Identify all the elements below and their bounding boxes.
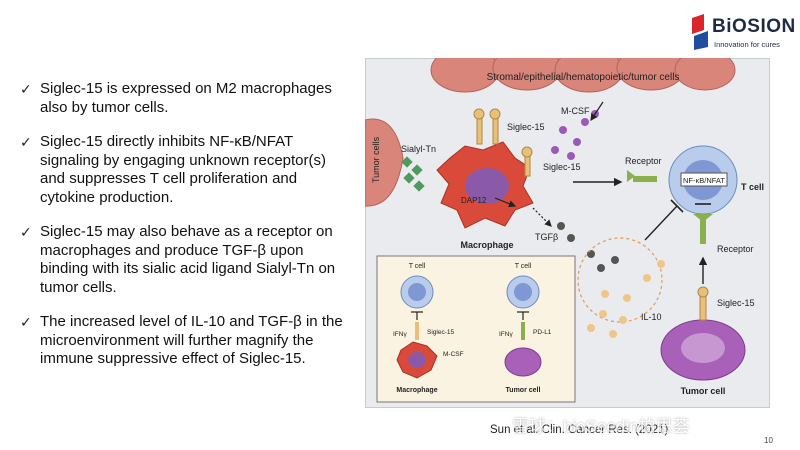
inset-macrophage-nucleus [408,352,426,368]
inset-siglec15-icon [415,322,419,340]
check-icon: ✓ [20,81,32,97]
bullet-text: Siglec-15 is expressed on M2 macrophages… [40,80,332,116]
bullet-text: Siglec-15 may also behave as a receptor … [40,223,336,296]
check-icon: ✓ [20,134,32,150]
sialyl-tn-label: Sialyl-Tn [401,144,436,154]
receptor-bottom-label: Receptor [717,244,754,254]
dap12-label: DAP12 [461,196,487,205]
inset-tcell-left-label: T cell [409,263,426,270]
page-number: 10 [764,436,773,445]
logo-tagline: Innovation for cures [714,40,780,49]
stromal-cells [430,58,736,93]
company-logo: BiOSION Innovation for cures [690,14,795,54]
nfkb-box [680,172,728,187]
inset-ifn-right-label: IFNγ [499,331,513,338]
mcsf-molecules [551,110,599,160]
macrophage-nucleus [465,168,509,204]
il10-inhibition-bar [670,199,684,213]
bullet-item: ✓ Siglec-15 is expressed on M2 macrophag… [18,80,348,117]
il10-molecules [587,260,665,338]
check-icon: ✓ [20,224,32,240]
bullet-item: ✓ Siglec-15 directly inhibits NF-κB/NFAT… [18,133,348,207]
inset-pdl1-label: PD-L1 [533,329,552,336]
inset-pdl1-icon [521,322,525,340]
siglec15-mid-label: Siglec-15 [543,162,581,172]
mechanism-figure: Stromal/epithelial/hematopoietic/tumor c… [365,58,770,408]
bullet-list: ✓ Siglec-15 is expressed on M2 macrophag… [18,80,348,385]
tumor-cell-label: Tumor cell [681,386,726,396]
tgfb-arrow-icon [532,207,552,227]
inset-macrophage-label: Macrophage [396,387,437,394]
dap12-arrow-icon [494,197,517,208]
inset-ifn-left-label: IFNγ [393,331,407,338]
siglec15-bottom-icon [697,286,709,321]
stromal-label: Stromal/epithelial/hematopoietic/tumor c… [487,72,680,83]
inset-tcell-right-label: T cell [515,263,532,270]
logo-mark-icon [692,14,708,50]
bullet-text: Siglec-15 directly inhibits NF-κB/NFAT s… [40,133,327,206]
inset-tumor-cell-label: Tumor cell [506,387,541,394]
siglec15-receptor-icon [473,108,533,177]
receptor-bottom-icon [693,214,713,244]
tgfb-label: TGFβ [535,232,558,242]
receptor-top-label: Receptor [625,156,662,166]
mcsf-arrow-icon [590,101,604,121]
mechanism-diagram: Stromal/epithelial/hematopoietic/tumor c… [365,58,764,403]
il10-cluster [577,237,663,323]
inset-tcell-left-nucleus [408,283,426,301]
bullet-text: The increased level of IL-10 and TGF-β i… [40,313,343,367]
inset-tumor-cell [504,347,542,377]
siglec15-bottom-label: Siglec-15 [717,298,755,308]
watermark: 雪球：bioSeedin柏思荟 [512,417,690,436]
il10-label: IL-10 [641,312,662,322]
t-cell-label: T cell [741,182,764,192]
nfkb-label: NF-κB/NFAT [683,176,725,185]
sialyl-tn-icon [401,156,425,192]
receptor-top-icon [627,170,657,182]
comparison-inset: T cell IFNγ Siglec-15 M-CSF Macrophage T… [376,255,576,403]
bullet-item: ✓ Siglec-15 may also behave as a recepto… [18,223,348,297]
inset-mcsf-label: M-CSF [443,351,464,358]
bullet-item: ✓ The increased level of IL-10 and TGF-β… [18,313,348,369]
tumor-cells-label: Tumor cells [371,136,381,183]
siglec15-top-label: Siglec-15 [507,122,545,132]
mcsf-label: M-CSF [561,106,590,116]
il10-inhibition-line [644,205,678,241]
macrophage-label: Macrophage [460,240,513,250]
tgfb-molecules [557,222,619,272]
inset-tcell-right-nucleus [514,283,532,301]
logo-name: BiOSION [712,16,796,37]
tumor-cells-shape [365,118,404,207]
figure-citation: Sun et al. Clin. Cancer Res. (2021) [490,424,669,436]
check-icon: ✓ [20,314,32,330]
tumor-cell-nucleus [681,333,725,363]
inset-siglec15-label: Siglec-15 [427,329,454,336]
